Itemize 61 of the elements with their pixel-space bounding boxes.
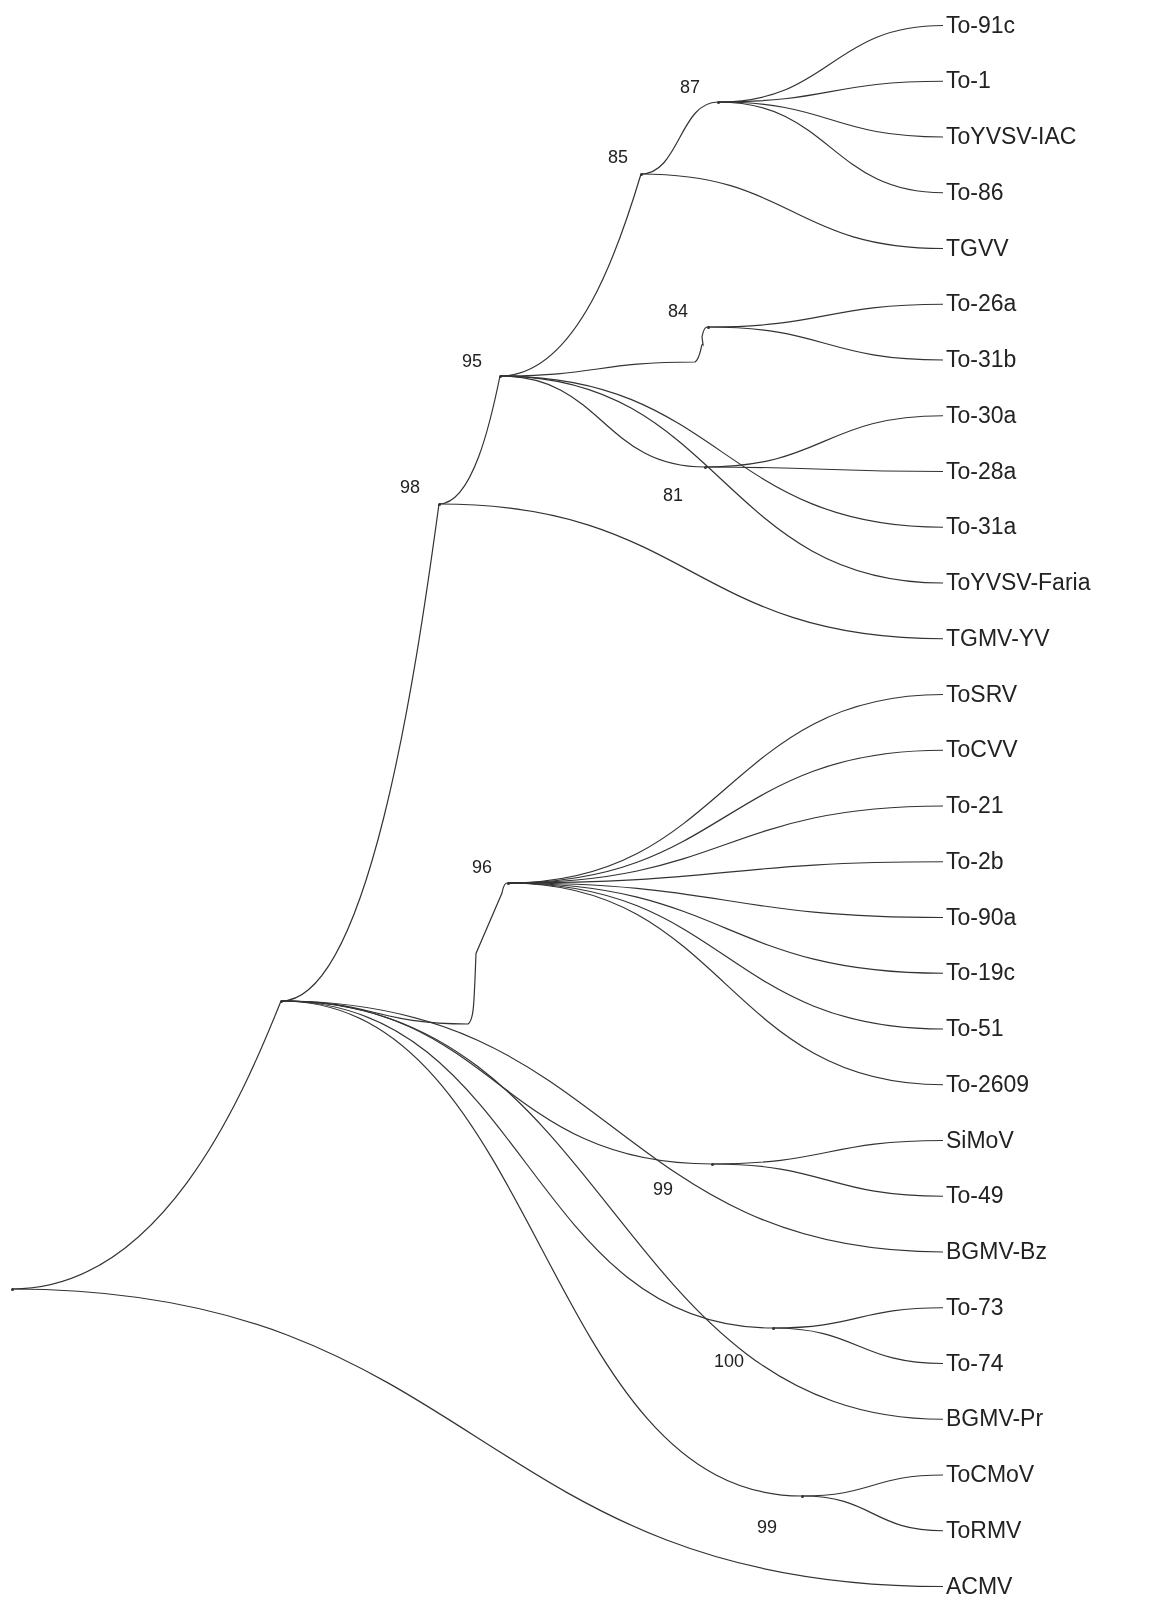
branch-node-point: [716, 100, 720, 104]
taxon-label: ToSRV: [946, 682, 1018, 706]
bootstrap-value: 100: [714, 1352, 745, 1370]
bootstrap-value: 98: [400, 478, 421, 496]
taxon-label: To-31b: [946, 348, 1017, 371]
branch-node-point: [498, 374, 502, 378]
bootstrap-value: 95: [462, 352, 483, 370]
branch-node-point: [710, 1162, 714, 1166]
taxon-label: To-49: [946, 1184, 1004, 1208]
branch-line: [640, 173, 944, 250]
branch-line: [11, 1288, 944, 1588]
taxon-label: To-91c: [946, 13, 1016, 37]
branch-node-point: [800, 1494, 804, 1498]
branch-node-point: [437, 502, 441, 506]
branch-node-point: [771, 1326, 775, 1330]
branch-line: [711, 1163, 944, 1197]
taxon-label: ToYVSV-IAC: [946, 125, 1077, 148]
taxon-label: To-90a: [946, 905, 1017, 929]
bootstrap-value: 99: [757, 1518, 778, 1536]
taxon-label: To-86: [946, 180, 1004, 204]
taxon-label: BGMV-Pr: [946, 1407, 1044, 1431]
taxon-label: To-51: [946, 1017, 1004, 1040]
taxon-label: ToYVSV-Faria: [946, 571, 1091, 594]
taxon-label: SiMoV: [946, 1128, 1014, 1152]
branch-line: [704, 466, 944, 473]
branch-line: [507, 882, 944, 1086]
branch-node-point: [279, 999, 283, 1003]
branch-node-point: [703, 465, 707, 469]
taxon-label: ToRMV: [946, 1518, 1022, 1542]
taxon-label: To-2609: [946, 1072, 1030, 1096]
bootstrap-value: 84: [668, 302, 689, 320]
taxon-label: To-26a: [946, 292, 1017, 316]
branch-line: [438, 503, 944, 640]
taxon-label: BGMV-Bz: [946, 1240, 1047, 1263]
taxon-label: To-73: [946, 1295, 1004, 1319]
branch-node-point: [639, 172, 643, 176]
taxon-label: TGMV-YV: [946, 626, 1050, 650]
branch-line: [772, 1327, 944, 1365]
bootstrap-value: 85: [608, 148, 629, 166]
taxon-label: To-28a: [946, 459, 1017, 483]
taxon-label: To-2b: [946, 849, 1004, 873]
branch-node-point: [506, 881, 510, 885]
branch-line: [801, 1495, 944, 1532]
taxon-label: ACMV: [946, 1574, 1013, 1598]
bootstrap-value: 99: [653, 1180, 674, 1198]
branch-node-point: [706, 325, 710, 329]
taxon-label: ToCVV: [946, 738, 1018, 762]
branch-line: [717, 101, 944, 194]
taxon-label: To-21: [946, 794, 1004, 817]
taxon-label: To-1: [946, 69, 991, 93]
taxon-label: To-31a: [946, 515, 1017, 539]
taxon-label: To-30a: [946, 403, 1017, 427]
taxon-label: To-19c: [946, 961, 1016, 985]
bootstrap-value: 81: [663, 486, 684, 504]
branch-node-point: [10, 1287, 14, 1291]
branch-line: [707, 326, 944, 361]
bootstrap-value: 96: [472, 858, 493, 876]
taxon-label: To-74: [946, 1351, 1004, 1375]
bootstrap-value: 87: [680, 78, 701, 96]
taxon-label: ToCMoV: [946, 1463, 1035, 1486]
taxon-label: TGVV: [946, 236, 1009, 260]
